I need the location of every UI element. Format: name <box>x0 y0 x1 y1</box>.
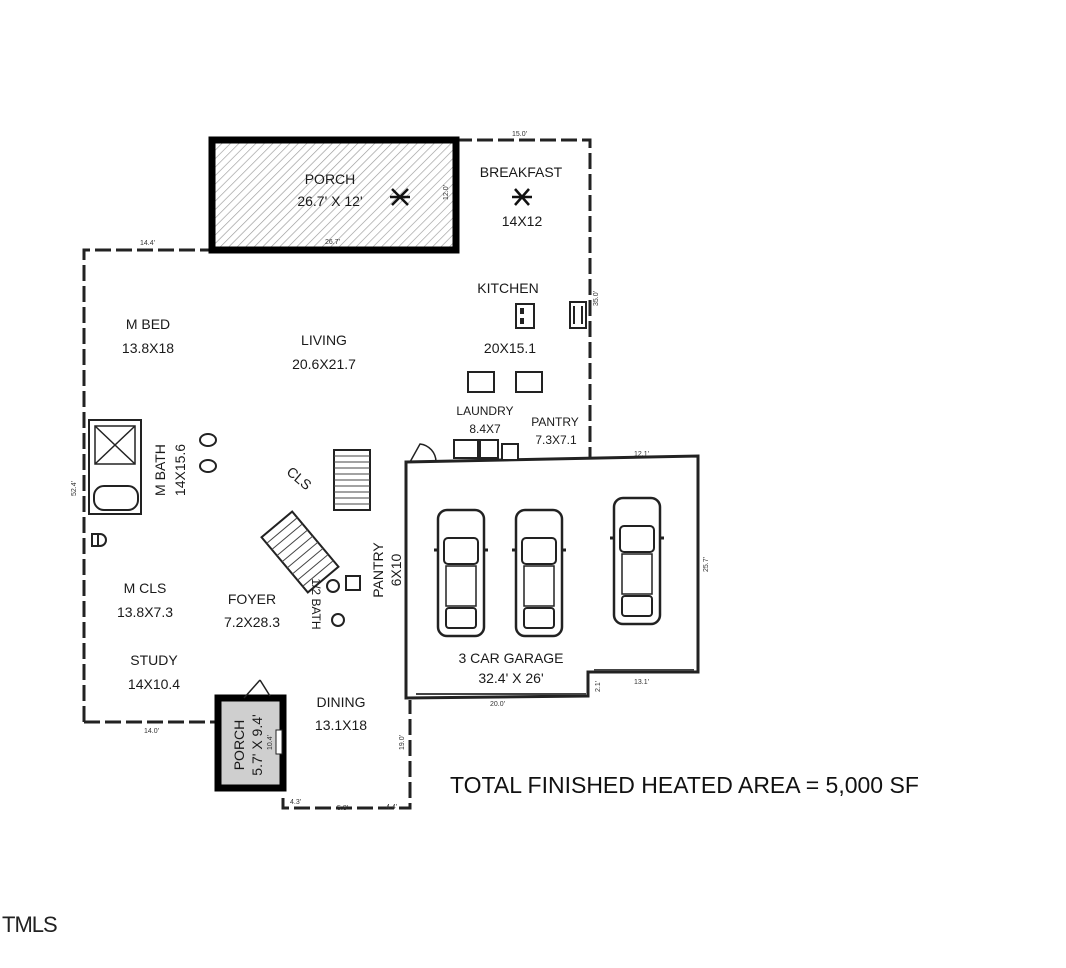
dimension-label: 15.0' <box>512 131 527 138</box>
room-size-study: 14X10.4 <box>128 676 180 692</box>
room-size-pantry-2: 6X10 <box>388 553 404 586</box>
room-size-dining: 13.1X18 <box>315 717 367 733</box>
room-name-porch-rear: PORCH <box>305 171 356 187</box>
dimension-label: 14.4' <box>140 240 155 247</box>
room-name-garage: 3 CAR GARAGE <box>458 650 563 666</box>
dimension-label: 4.3' <box>290 799 301 806</box>
watermark: TMLS <box>2 912 57 937</box>
stove-icon <box>569 301 587 329</box>
room-size-garage: 32.4' X 26' <box>478 670 543 686</box>
room-name-kitchen: KITCHEN <box>477 280 538 296</box>
room-name-breakfast: BREAKFAST <box>480 164 563 180</box>
room-size-porch-rear: 26.7' X 12' <box>297 193 362 209</box>
dimension-label: 14.0' <box>144 728 159 735</box>
room-size-living: 20.6X21.7 <box>292 356 356 372</box>
dimension-label: 5.8' <box>337 805 348 812</box>
house-walls <box>82 138 592 810</box>
dimension-label: 4.4' <box>386 804 397 811</box>
room-name-study: STUDY <box>130 652 178 668</box>
room-name-laundry: LAUNDRY <box>456 404 513 418</box>
sink-icon <box>199 433 217 473</box>
door-swing <box>409 443 437 463</box>
toilet-icon <box>91 533 107 547</box>
porch-front <box>214 694 287 792</box>
room-name-foyer: FOYER <box>228 591 276 607</box>
car-3 <box>608 496 666 626</box>
dimension-label: 2.1' <box>595 681 602 692</box>
dimension-label: 12.0' <box>443 185 450 200</box>
dimension-label: 35.0' <box>593 291 600 306</box>
ceiling-fan-icon <box>512 188 532 206</box>
room-name-porch-front: PORCH <box>231 720 247 771</box>
room-size-breakfast: 14X12 <box>502 213 543 229</box>
stairs <box>333 449 371 511</box>
bathtub-icon <box>93 485 139 511</box>
room-name-pantry: PANTRY <box>531 415 579 429</box>
total-area-label: TOTAL FINISHED HEATED AREA = 5,000 SF <box>450 772 919 798</box>
room-size-laundry: 8.4X7 <box>469 422 501 436</box>
room-name-m-cls: M CLS <box>124 580 167 596</box>
room-name-dining: DINING <box>317 694 366 710</box>
room-size-porch-front: 5.7' X 9.4' <box>249 714 265 775</box>
porch-rear <box>208 136 460 254</box>
room-size-pantry: 7.3X7.1 <box>535 433 577 447</box>
room-name-cls: CLS <box>284 463 315 493</box>
room-size-kitchen: 20X15.1 <box>484 340 536 356</box>
dimension-label: 20.0' <box>490 701 505 708</box>
room-size-foyer: 7.2X28.3 <box>224 614 280 630</box>
room-name-half-bath: 1/2 BATH <box>309 578 323 629</box>
room-size-m-bath: 14X15.6 <box>172 444 188 496</box>
room-name-m-bed: M BED <box>126 316 170 332</box>
dimension-label: 26.7' <box>325 239 340 246</box>
ceiling-fan-icon <box>390 188 410 206</box>
dimension-label: 12.1' <box>634 451 649 458</box>
dimension-label: 13.1' <box>634 679 649 686</box>
car-1 <box>432 508 490 638</box>
dimension-label: 10.4' <box>267 735 274 750</box>
dimension-label: 25.7' <box>703 557 710 572</box>
toilet-icon <box>326 575 361 627</box>
room-name-pantry-2: PANTRY <box>370 542 386 598</box>
stairs-2 <box>260 510 340 594</box>
room-name-living: LIVING <box>301 332 347 348</box>
kitchen-island-2 <box>515 371 543 393</box>
car-2 <box>510 508 568 638</box>
kitchen-island <box>467 371 495 393</box>
dimension-label: 52.4' <box>71 481 78 496</box>
dimension-label: 19.0' <box>399 735 406 750</box>
room-name-m-bath: M BATH <box>152 444 168 496</box>
washer-dryer-icon <box>453 439 519 461</box>
room-size-m-cls: 13.8X7.3 <box>117 604 173 620</box>
room-size-m-bed: 13.8X18 <box>122 340 174 356</box>
kitchen-sink-icon <box>515 303 535 329</box>
